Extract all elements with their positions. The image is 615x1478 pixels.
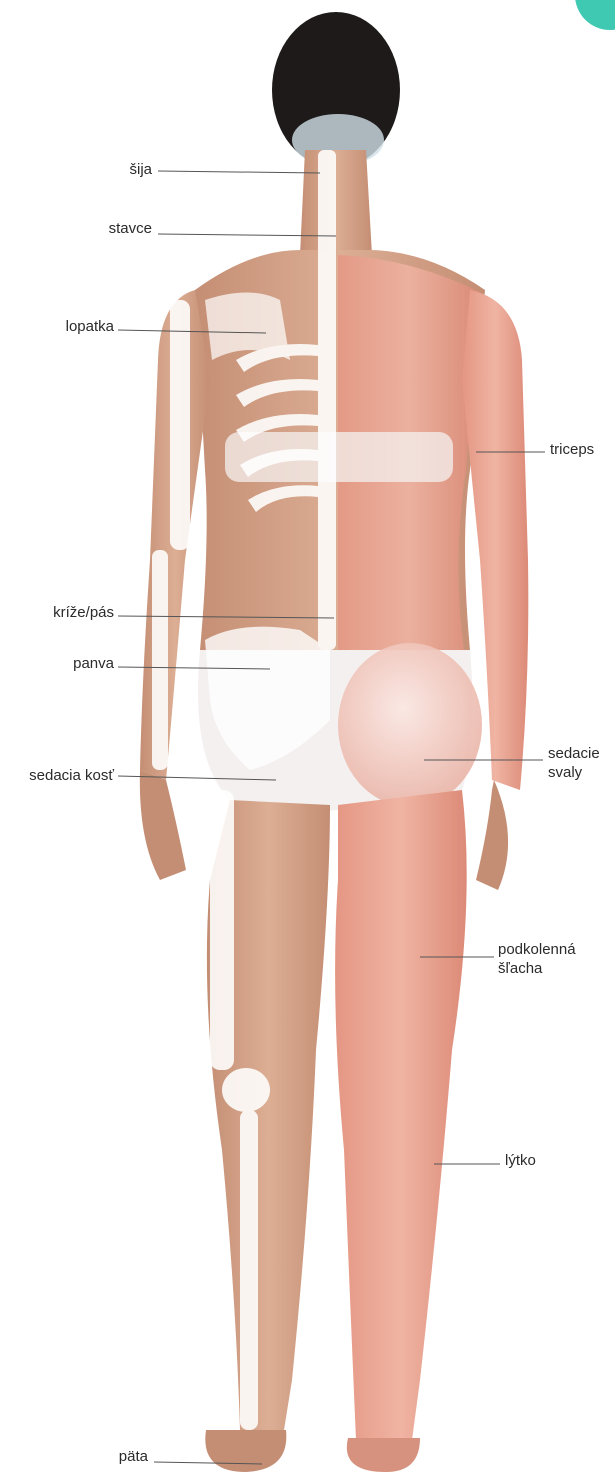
label-panva: panva <box>0 654 114 673</box>
left-foot <box>205 1430 286 1472</box>
label-sija: šija <box>60 160 152 179</box>
left-hand <box>140 770 186 880</box>
right-hand <box>476 780 508 890</box>
label-lopatka: lopatka <box>20 317 114 336</box>
label-sedacie-svaly: sedacie svaly <box>548 744 600 782</box>
head <box>272 12 400 168</box>
label-pata: päta <box>60 1447 148 1466</box>
label-lytko: lýtko <box>505 1151 536 1170</box>
glute-muscle <box>338 643 482 807</box>
label-podkolenna-slacha: podkolenná šľacha <box>498 940 576 978</box>
label-stavce: stavce <box>60 219 152 238</box>
right-foot <box>347 1438 420 1472</box>
label-krize-pas: kríže/pás <box>0 603 114 622</box>
label-sedacia-kost: sedacia kosť <box>0 766 114 785</box>
right-leg <box>335 790 467 1440</box>
label-triceps: triceps <box>550 440 594 459</box>
